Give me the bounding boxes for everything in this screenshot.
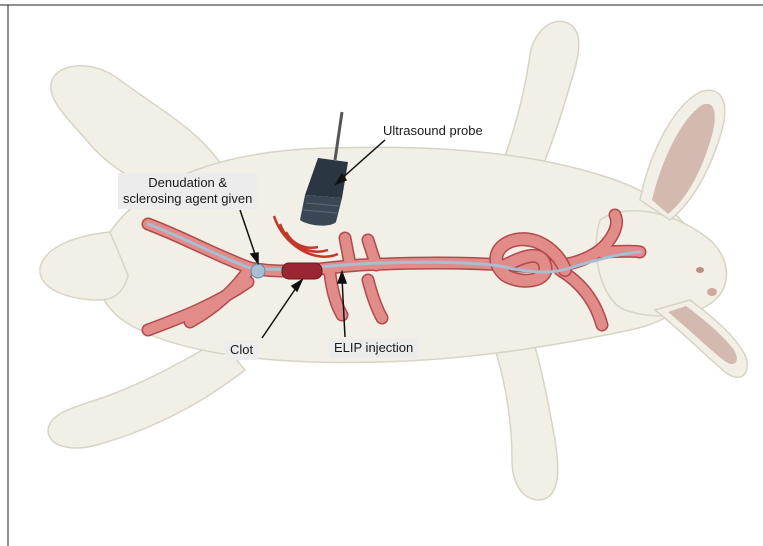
rabbit-eye: [696, 267, 704, 273]
label-denudation-line1: Denudation &: [123, 175, 252, 191]
clot-marker: [282, 263, 322, 279]
rabbit-tail: [40, 232, 128, 300]
label-denudation: Denudation & sclerosing agent given: [118, 173, 257, 209]
label-denudation-line2: sclerosing agent given: [123, 191, 252, 207]
label-clot: Clot: [225, 340, 258, 360]
label-ultrasound-probe: Ultrasound probe: [378, 121, 488, 141]
rabbit-nose: [707, 288, 717, 296]
denudation-site-marker: [251, 264, 265, 278]
rabbit-leg-lower-right: [490, 330, 558, 500]
rabbit-leg-lower-left: [48, 340, 245, 448]
label-elip-injection: ELIP injection: [329, 338, 418, 358]
